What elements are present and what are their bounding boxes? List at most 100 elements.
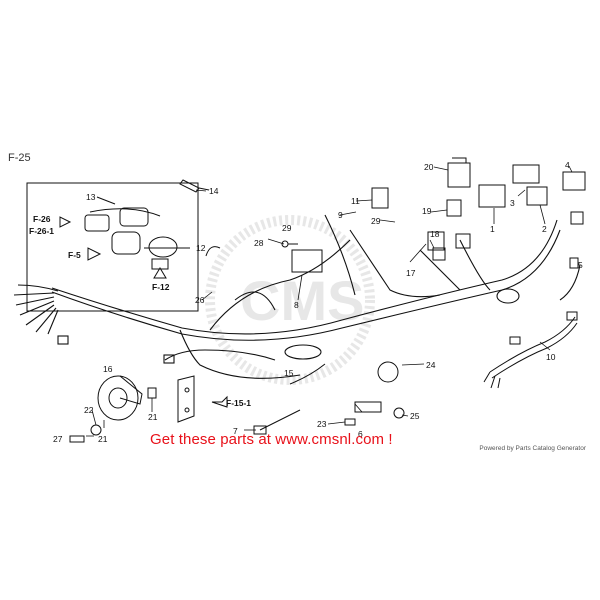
callout-14: 14 — [209, 186, 219, 196]
callout-21-a: 21 — [148, 412, 158, 422]
ref-f5: F-5 — [68, 250, 81, 260]
arrow-f12-box — [151, 258, 169, 270]
callout-19: 19 — [422, 206, 432, 216]
callout-3: 3 — [510, 198, 515, 208]
part-15-wire — [289, 363, 326, 385]
callout-27: 27 — [53, 434, 63, 444]
key-14 — [179, 179, 210, 193]
callout-28: 28 — [254, 238, 264, 248]
nut-25 — [393, 407, 405, 419]
harness-branch-1 — [459, 239, 491, 291]
callout-2: 2 — [542, 224, 547, 234]
part-19 — [446, 199, 462, 217]
callout-20: 20 — [424, 162, 434, 172]
harness-branch-mid — [209, 239, 351, 331]
callout-17: 17 — [406, 268, 416, 278]
callouts: 20 1 3 2 4 19 17 18 10 5 11 9 29 29 28 8… — [53, 160, 583, 444]
reference-labels: F-26 F-26-1 F-5 F-12 F-15-1 — [29, 214, 251, 408]
part-4 — [562, 171, 586, 191]
part-17 — [427, 231, 445, 251]
harness-trunk-2 — [51, 229, 561, 341]
harness-tail-leads — [13, 292, 59, 335]
callout-5: 5 — [578, 260, 583, 270]
connector-2 — [570, 211, 584, 225]
ref-f26: F-26 — [33, 214, 51, 224]
callout-11: 11 — [351, 196, 360, 206]
watermark: CMS — [205, 215, 375, 385]
switch-housing — [84, 214, 110, 232]
arrow-f15-1 — [211, 395, 228, 408]
ref-f12: F-12 — [152, 282, 170, 292]
arrow-f5 — [87, 247, 102, 261]
callout-10: 10 — [546, 352, 556, 362]
watermark-text: CMS — [240, 269, 364, 332]
collar-21 — [147, 387, 157, 399]
part-7 — [259, 409, 301, 431]
arrow-f12 — [153, 267, 167, 279]
leader-13 — [96, 196, 116, 205]
harness-trunk — [51, 219, 558, 335]
upper-right-components — [291, 157, 586, 273]
harness-loop — [234, 291, 276, 311]
bolt-23 — [344, 418, 356, 426]
callout-22: 22 — [84, 405, 94, 415]
ref-f15-1: F-15-1 — [226, 398, 251, 408]
horn-16 — [97, 375, 143, 421]
part-18 — [432, 247, 446, 261]
ref-f26-1: F-26-1 — [29, 226, 54, 236]
part-20 — [447, 157, 471, 188]
harness-grommet — [284, 344, 322, 360]
callout-29-b: 29 — [282, 223, 292, 233]
connector-left-2 — [163, 354, 175, 364]
harness-branch-5 — [559, 264, 581, 301]
harness-branch-low — [179, 329, 301, 379]
harness-sleeve — [496, 288, 520, 304]
lower-components — [205, 240, 405, 435]
callout-13: 13 — [86, 192, 96, 202]
bracket-6 — [354, 401, 382, 413]
callout-8: 8 — [294, 300, 299, 310]
callout-26: 26 — [195, 295, 205, 305]
callout-6: 6 — [358, 429, 363, 439]
harness-tail-a — [17, 284, 59, 292]
callout-18: 18 — [430, 229, 440, 239]
callout-12: 12 — [196, 243, 206, 253]
callout-29-a: 29 — [371, 216, 381, 226]
callout-16: 16 — [103, 364, 113, 374]
connector-1 — [455, 233, 471, 249]
credit-text: Powered by Parts Catalog Generator — [479, 445, 586, 452]
harness-branch-29 — [349, 229, 441, 298]
callout-7: 7 — [233, 426, 238, 436]
callout-1: 1 — [490, 224, 495, 234]
callout-23: 23 — [317, 419, 327, 429]
harness-branch-9 — [324, 214, 356, 296]
part-24-body — [377, 361, 399, 383]
promo-link[interactable]: Get these parts at www.cmsnl.com ! — [150, 431, 393, 448]
switch-cover — [148, 236, 178, 258]
harness-left-branch — [164, 349, 276, 361]
group-box — [26, 182, 199, 312]
callout-25: 25 — [410, 411, 420, 421]
part-1 — [478, 184, 506, 208]
callout-4: 4 — [565, 160, 570, 170]
clamp-26 — [205, 246, 221, 257]
switch-wire — [89, 208, 161, 217]
bracket-f15 — [177, 375, 228, 423]
key-cylinder — [111, 231, 141, 255]
bolts-left — [69, 387, 157, 443]
part-2 — [526, 186, 548, 206]
arrow-f26 — [59, 216, 72, 228]
part-8 — [291, 249, 323, 273]
switch-body — [119, 207, 149, 227]
callout-21-b: 21 — [98, 434, 108, 444]
main-harness — [13, 214, 581, 379]
connector-left — [57, 335, 69, 345]
sub-harness-10 — [483, 311, 578, 389]
leader-lines — [86, 165, 573, 437]
callout-24: 24 — [426, 360, 436, 370]
callout-9: 9 — [338, 210, 343, 220]
figure-label: F-25 — [8, 152, 31, 164]
connector-5 — [569, 257, 579, 269]
